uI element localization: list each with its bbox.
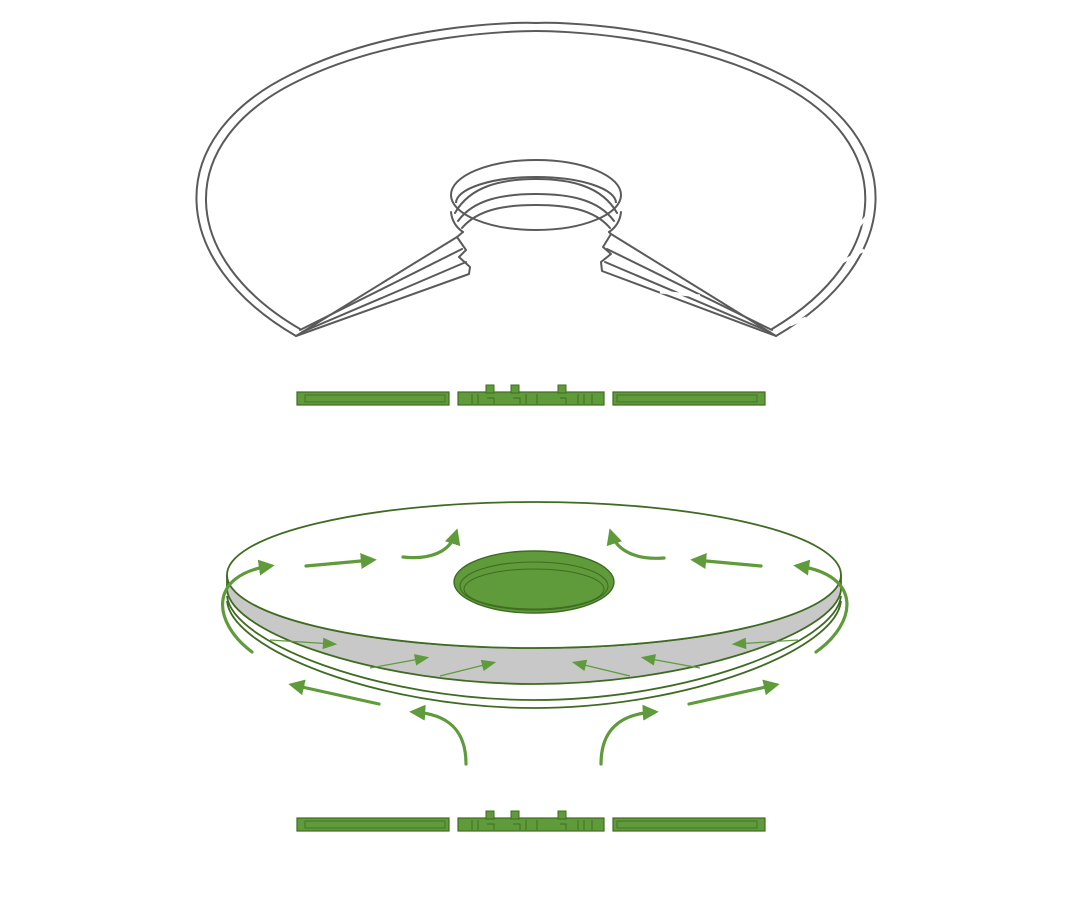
band-arrow-1 [269, 637, 338, 650]
disc-center-hole [453, 550, 615, 614]
section-tab-2 [510, 384, 520, 394]
bottom-flow-arrows [288, 679, 780, 766]
ring-break-marks [659, 211, 872, 327]
section-left-slab-inner [304, 820, 446, 829]
section-right-slab [612, 817, 766, 832]
disc-center-hole-lip-1 [459, 561, 609, 611]
top-arrow-left-1 [304, 553, 377, 569]
ring-hole-right-side [608, 211, 622, 233]
section-tab-1 [485, 384, 495, 394]
band-arrow-5 [640, 654, 701, 669]
section-right-slab [612, 391, 766, 406]
section-right-slab-inner [616, 394, 758, 403]
top-arrow-right-1 [690, 553, 763, 569]
side-arrow-right [793, 559, 849, 654]
ring-cut-right-line-1 [606, 248, 773, 331]
section-tab-3 [557, 384, 567, 394]
ring-hole-step-3 [461, 204, 611, 229]
band-arrow-4 [571, 659, 631, 677]
ring-hole-step-2 [457, 193, 615, 222]
section-tab-3 [557, 810, 567, 820]
open-ring-figure [195, 21, 877, 337]
bottom-arrow-right-up [599, 704, 659, 766]
ring-cut-right-line-2 [604, 261, 771, 333]
ring-hole-outer [450, 159, 622, 231]
ring-outer-edge-inner [205, 30, 867, 330]
section-hub [457, 391, 605, 406]
ring-outer-edge [195, 21, 877, 337]
top-arrow-right-curve [606, 528, 666, 560]
disc-bottom-rim-outer [226, 600, 842, 709]
ring-hole-left-side [450, 211, 464, 233]
ring-cut-left [295, 236, 471, 337]
section-left-slab [296, 817, 450, 832]
band-flow-arrows [269, 637, 799, 677]
section-left-slab-inner [304, 394, 446, 403]
ring-cut-left-hole-join [456, 231, 464, 238]
band-arrow-6 [731, 637, 799, 650]
bottom-arrow-left-up [409, 704, 468, 766]
section-left-slab [296, 391, 450, 406]
section-tab-1 [485, 810, 495, 820]
side-flow-arrows [220, 559, 849, 654]
ring-cut-right-hole-join [608, 231, 612, 235]
band-arrow-3 [439, 659, 497, 677]
disc-figure [220, 501, 849, 766]
ring-hole-step-1 [454, 178, 618, 214]
section-hub-details [471, 394, 593, 404]
band-arrow-2 [369, 654, 430, 669]
ring-cut-left-line-2 [301, 261, 467, 333]
top-arrow-left-curve [401, 528, 461, 560]
cross-section-upper [296, 384, 766, 406]
top-flow-arrows [304, 528, 763, 569]
disc-center-hole-lip-2 [463, 568, 605, 610]
bottom-arrow-right-out [687, 679, 780, 706]
bottom-arrow-left-out [288, 679, 381, 706]
ring-cut-right [600, 233, 777, 337]
section-hub [457, 817, 605, 832]
section-hub-details [471, 820, 593, 830]
section-right-slab-inner [616, 820, 758, 829]
cross-section-lower [296, 810, 766, 832]
section-tab-2 [510, 810, 520, 820]
ring-cut-left-line-1 [299, 248, 463, 331]
disc-bottom-rim-inner [226, 595, 842, 701]
side-arrow-left [220, 559, 275, 654]
